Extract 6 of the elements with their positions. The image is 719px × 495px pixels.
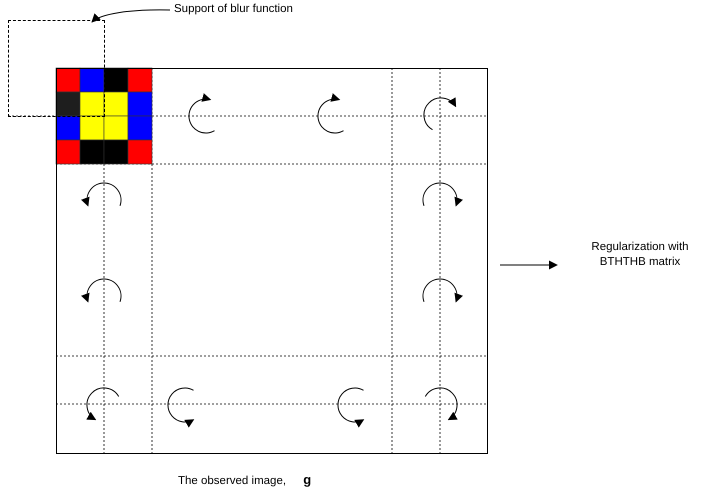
callout-label: Support of blur function — [174, 2, 334, 17]
leader-arrow — [91, 9, 170, 23]
process-label: Regularization with BTHTHB matrix — [577, 240, 703, 270]
image-caption: The observed image, g — [178, 472, 312, 487]
arrow — [500, 260, 558, 270]
support-box — [8, 20, 105, 117]
